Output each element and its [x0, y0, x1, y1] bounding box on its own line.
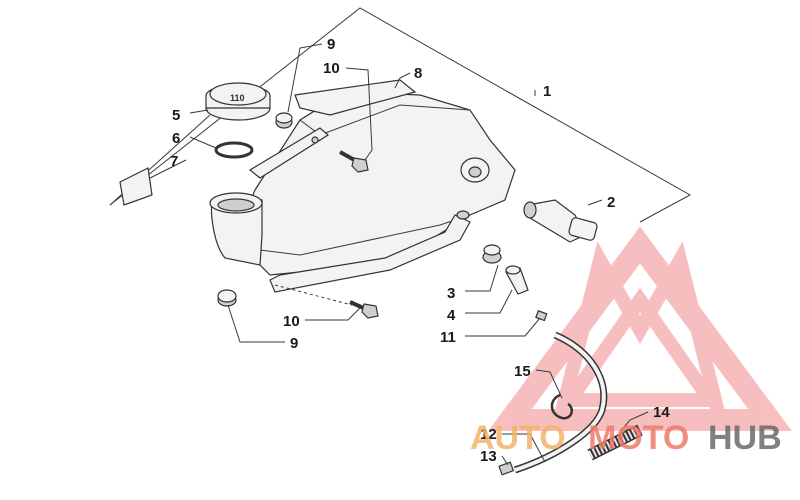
bolt-bottom	[349, 300, 379, 319]
rubber-grommet-top	[275, 112, 293, 129]
hose-fitting	[505, 265, 529, 295]
callout-14: 14	[653, 404, 670, 421]
hose-clamp-small	[535, 310, 548, 322]
callout-9-top: 9	[327, 36, 335, 53]
watermark-logo-icon	[488, 226, 792, 431]
rubber-grommet-bottom	[217, 289, 237, 307]
filler-neck-opening	[217, 198, 255, 212]
bolt-top	[339, 150, 369, 173]
watermark-inner-triangle	[556, 287, 724, 407]
side-bracket	[248, 127, 329, 179]
callout-15: 15	[514, 363, 531, 380]
watermark-m-shape	[553, 241, 727, 422]
callout-4: 4	[447, 307, 456, 324]
callout-10-top: 10	[323, 60, 340, 77]
tank-top-crease	[299, 104, 471, 136]
callout-5: 5	[172, 107, 180, 124]
hose-end-clamp	[498, 461, 515, 476]
callout-11: 11	[440, 329, 456, 346]
label-sticker	[119, 167, 153, 206]
tank-outlet-hole	[468, 166, 482, 178]
bracket-hole	[456, 210, 470, 220]
fuel-cap-marking: 110	[230, 93, 245, 103]
bolt-guide-dashed	[274, 284, 353, 306]
callout-8: 8	[414, 65, 422, 82]
fuel-tap	[523, 199, 598, 243]
watermark-text: AUTO MOTO HUB	[470, 419, 782, 457]
fuel-hose	[514, 333, 606, 472]
callout-12: 12	[480, 426, 497, 443]
callout-7: 7	[170, 153, 178, 170]
spring-clip	[550, 393, 574, 420]
callout-10-bottom: 10	[283, 313, 300, 330]
callout-13: 13	[480, 448, 497, 465]
heat-shield-plate	[294, 79, 417, 116]
callout-1: 1	[543, 83, 551, 100]
callout-9-bottom: 9	[290, 335, 298, 352]
watermark-auto: AUTO	[470, 419, 566, 457]
filler-neck	[210, 199, 263, 266]
callout-6: 6	[172, 130, 180, 147]
watermark-moto: MOTO	[588, 419, 689, 457]
watermark-hub: HUB	[708, 419, 782, 457]
coil-spring-guard	[587, 424, 643, 461]
leader-lines	[149, 43, 649, 466]
bracket-bolt-hole	[311, 136, 319, 144]
callout-2: 2	[607, 194, 615, 211]
gasket-ring	[214, 141, 254, 159]
callout-3: 3	[447, 285, 455, 302]
fuel-cap: 110	[205, 82, 271, 121]
outlet-grommet	[482, 244, 502, 264]
